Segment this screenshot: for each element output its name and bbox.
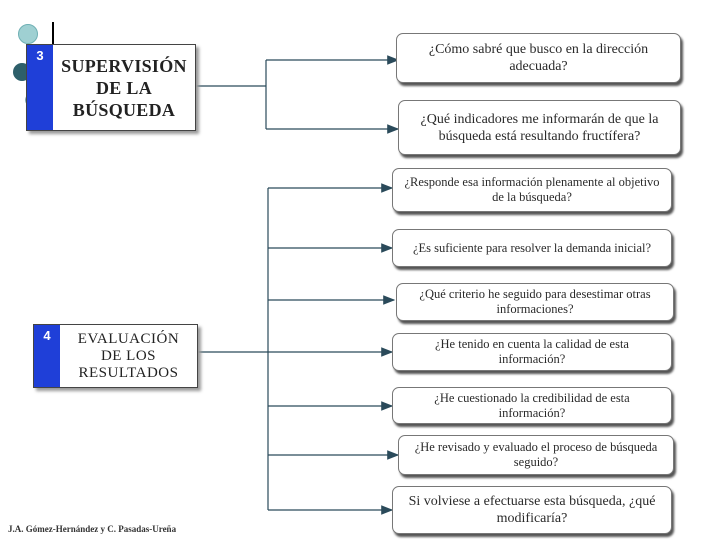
stage-title: SUPERVISIÓN DE LA BÚSQUEDA [61,55,187,120]
question-box: ¿Qué criterio he seguido para desestimar… [396,283,674,321]
stage-box-supervision: 3 SUPERVISIÓN DE LA BÚSQUEDA [26,44,196,131]
question-box: ¿Qué indicadores me informarán de que la… [398,100,681,155]
question-box: Si volviese a efectuarse esta búsqueda, … [392,486,672,534]
stage-box-evaluation: 4 EVALUACIÓN DE LOS RESULTADOS [33,324,198,388]
decorative-dot [18,24,38,44]
question-box: ¿Responde esa información plenamente al … [392,168,672,212]
stage-number: 4 [34,325,60,387]
question-box: ¿Cómo sabré que busco en la dirección ad… [396,33,681,83]
author-credit: J.A. Gómez-Hernández y C. Pasadas-Ureña [8,524,177,534]
question-box: ¿He revisado y evaluado el proceso de bú… [398,435,674,475]
stage-title: EVALUACIÓN DE LOS RESULTADOS [77,330,180,381]
question-box: ¿He cuestionado la credibilidad de esta … [392,387,672,424]
question-box: ¿He tenido en cuenta la calidad de esta … [392,333,672,371]
question-box: ¿Es suficiente para resolver la demanda … [392,229,672,267]
stage-number: 3 [27,45,53,130]
